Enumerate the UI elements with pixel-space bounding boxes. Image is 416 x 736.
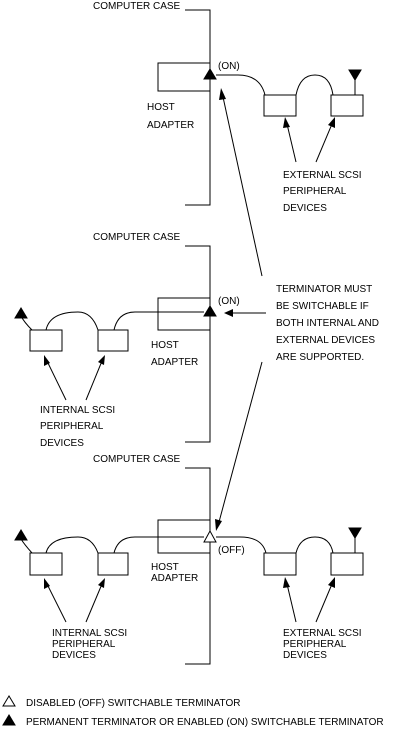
note-text: BE SWITCHABLE IF [276, 301, 369, 312]
disabled-terminator-icon [2, 695, 16, 707]
arrowhead [215, 519, 222, 531]
permanent-terminator-icon [14, 307, 28, 319]
external-device-box [330, 552, 364, 576]
scsi-cable [295, 74, 334, 96]
external-devices-label: DEVICES [283, 650, 327, 661]
legend-permanent-text: PERMANENT TERMINATOR OR ENABLED (ON) SWI… [26, 717, 384, 728]
scsi-cable [113, 311, 204, 331]
terminator-state-label: (ON) [218, 61, 240, 72]
diagram-external-only: COMPUTER CASE HOST ADAPTER (ON) EXTERNAL… [93, 1, 364, 214]
host-adapter-card [157, 297, 211, 331]
computer-case-outline [185, 9, 211, 206]
terminator-note: TERMINATOR MUST BE SWITCHABLE IF BOTH IN… [215, 88, 379, 531]
scsi-cable [295, 536, 334, 554]
scsi-cable [45, 311, 99, 331]
permanent-terminator-icon [348, 69, 362, 81]
external-devices-label: PERIPHERAL [283, 639, 347, 650]
computer-case-outline [185, 467, 211, 665]
terminator-state-label: (ON) [218, 296, 240, 307]
external-devices-label: PERIPHERAL [283, 186, 347, 197]
permanent-terminator-icon [348, 527, 362, 539]
external-devices-label: EXTERNAL SCSI [283, 170, 362, 181]
internal-device-box [29, 552, 63, 576]
internal-devices-label: INTERNAL SCSI [52, 628, 127, 639]
arrowhead [328, 117, 335, 128]
scsi-cable [216, 74, 266, 96]
internal-devices-label: DEVICES [52, 650, 96, 661]
computer-case-label: COMPUTER CASE [93, 1, 181, 12]
internal-device-box [97, 329, 129, 352]
diagram-internal-only: COMPUTER CASE HOST ADAPTER (ON) INTERNAL… [14, 232, 240, 449]
host-adapter-label: HOST [147, 102, 175, 113]
permanent-terminator-icon [14, 529, 28, 541]
permanent-terminator-icon [2, 714, 16, 726]
computer-case-label: COMPUTER CASE [93, 454, 181, 465]
diagram-internal-and-external: COMPUTER CASE HOST ADAPTER (OFF) INTERNA… [14, 454, 364, 665]
scsi-cable [113, 536, 204, 554]
host-adapter-label: HOST [151, 562, 179, 573]
arrowhead [44, 355, 50, 366]
pointer-arrow [315, 123, 333, 163]
pointer-arrow [286, 583, 297, 623]
note-text: TERMINATOR MUST [276, 284, 372, 295]
scsi-cable [45, 536, 99, 554]
scsi-cable [216, 536, 267, 554]
host-adapter-card [157, 62, 211, 92]
host-adapter-label: ADAPTER [151, 573, 198, 584]
pointer-arrow [46, 583, 67, 623]
arrowhead [283, 117, 290, 128]
arrowhead [44, 578, 50, 589]
internal-device-box [29, 329, 63, 352]
arrowhead [98, 578, 105, 588]
internal-devices-label: DEVICES [40, 438, 84, 449]
enabled-terminator-icon [203, 68, 217, 80]
arrowhead [219, 88, 226, 100]
pointer-arrow [85, 360, 103, 401]
internal-devices-label: PERIPHERAL [52, 639, 116, 650]
note-text: ARE SUPPORTED. [276, 352, 364, 363]
enabled-terminator-icon [203, 305, 217, 317]
host-adapter-label: ADAPTER [147, 120, 194, 131]
host-adapter-label: HOST [151, 340, 179, 351]
note-text: BOTH INTERNAL AND [276, 318, 379, 329]
internal-devices-label: PERIPHERAL [40, 421, 104, 432]
scsi-cable [20, 538, 33, 554]
note-arrow [222, 96, 263, 277]
legend: DISABLED (OFF) SWITCHABLE TERMINATOR PER… [2, 695, 384, 728]
external-device-box [263, 552, 297, 576]
pointer-arrow [46, 360, 67, 401]
legend-disabled-text: DISABLED (OFF) SWITCHABLE TERMINATOR [26, 698, 240, 709]
disabled-terminator-icon [203, 529, 217, 543]
pointer-arrow [85, 583, 103, 623]
computer-case-outline [185, 245, 211, 443]
terminator-state-label: (OFF) [218, 545, 245, 556]
internal-devices-label: INTERNAL SCSI [40, 405, 115, 416]
external-devices-label: DEVICES [283, 203, 327, 214]
external-devices-label: EXTERNAL SCSI [283, 628, 362, 639]
internal-device-box [97, 552, 129, 576]
external-device-box [330, 94, 364, 117]
host-adapter-label: ADAPTER [151, 357, 198, 368]
computer-case-label: COMPUTER CASE [93, 232, 181, 243]
note-text: EXTERNAL DEVICES [276, 335, 375, 346]
arrowhead [328, 577, 335, 588]
arrowhead [283, 577, 290, 588]
pointer-arrow [286, 123, 297, 163]
note-arrow [218, 361, 263, 523]
arrowhead [98, 355, 105, 365]
pointer-arrow [315, 583, 333, 623]
arrowhead [224, 309, 233, 317]
external-device-box [263, 94, 297, 117]
